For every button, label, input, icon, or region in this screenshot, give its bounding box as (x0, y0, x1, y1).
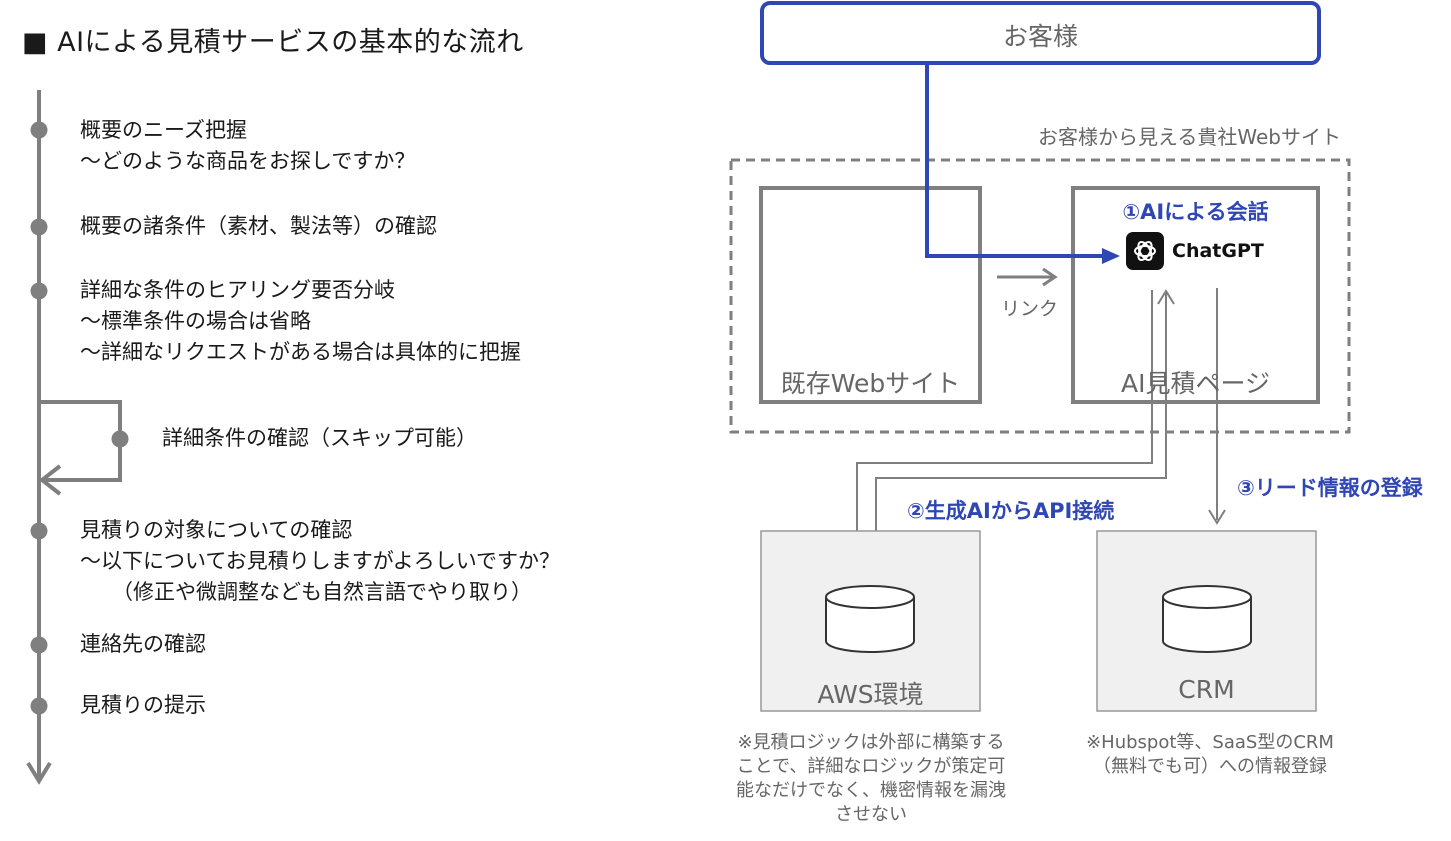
step-3-line-2: ～標準条件の場合は省略 (80, 309, 311, 333)
chatgpt-logo-icon (1126, 232, 1164, 270)
aws-label: AWS環境 (817, 680, 924, 709)
crm-label: CRM (1178, 675, 1235, 704)
ai-conversation-label: ①AIによる会話 (1122, 200, 1269, 224)
skip-branch-arrow-icon (38, 464, 62, 496)
api-line-up (875, 292, 1167, 566)
step-7-text: 見積りの提示 (80, 690, 206, 721)
link-arrow-icon (1042, 267, 1058, 287)
step-6-text: 連絡先の確認 (80, 629, 206, 660)
customer-flow-arrow-icon (1102, 248, 1120, 264)
website-caption: お客様から見える貴社Webサイト (1038, 125, 1342, 149)
step-3-line-3: ～詳細なリクエストがある場合は具体的に把握 (80, 340, 521, 364)
page-title: ■ AIによる見積サービスの基本的な流れ (22, 27, 524, 58)
aws-note: ※見積ロジックは外部に構築することで、詳細なロジックが策定可能なだけでなく、機密… (736, 732, 1006, 825)
step-2-text: 概要の諸条件（素材、製法等）の確認 (80, 211, 437, 242)
ai-page-label: AI見積ページ (1121, 369, 1270, 398)
ai-page-box (1071, 186, 1320, 404)
step-4-line-1: 詳細条件の確認（スキップ可能） (162, 426, 477, 450)
flow-end-arrow-icon (26, 761, 52, 785)
existing-site-label: 既存Webサイト (780, 369, 961, 398)
chatgpt-label: ChatGPT (1172, 240, 1264, 262)
lead-arrow-icon (1208, 509, 1226, 525)
customer-label: お客様 (1002, 22, 1078, 51)
crm-note: ※Hubspot等、SaaS型のCRM（無料でも可）への情報登録 (1086, 732, 1334, 777)
step-dot-7 (30, 697, 48, 715)
step-dot-6 (30, 636, 48, 654)
step-dot-3 (30, 282, 48, 300)
step-dot-4 (111, 430, 129, 448)
step-5-line-2: ～以下についてお見積りしますがよろしいですか？ (80, 549, 561, 573)
step-7-line-1: 見積りの提示 (80, 693, 206, 717)
skip-branch-line (39, 400, 122, 482)
customer-box (760, 1, 1321, 65)
api-connection-label: ②生成AIからAPI接続 (907, 499, 1115, 523)
step-3-text: 詳細な条件のヒアリング要否分岐 ～標準条件の場合は省略 ～詳細なリクエストがある… (80, 275, 521, 368)
link-label: リンク (1001, 298, 1059, 320)
customer-flow-line (925, 63, 1102, 258)
step-6-line-1: 連絡先の確認 (80, 632, 206, 656)
existing-site-box (759, 186, 982, 404)
website-frame (729, 158, 1351, 434)
step-dot-1 (30, 121, 48, 139)
aws-database-icon (825, 585, 915, 653)
step-1-line-1: 概要のニーズ把握 (80, 118, 247, 142)
step-5-line-1: 見積りの対象についての確認 (80, 518, 353, 542)
step-1-line-2: ～どのような商品をお探しですか？ (80, 149, 416, 173)
step-1-text: 概要のニーズ把握 ～どのような商品をお探しですか？ (80, 115, 415, 177)
step-4-text: 詳細条件の確認（スキップ可能） (162, 423, 477, 454)
api-line-down (856, 290, 1153, 560)
api-arrow-up-icon (1157, 289, 1175, 305)
step-2-line-1: 概要の諸条件（素材、製法等）の確認 (80, 214, 437, 238)
crm-database-icon (1162, 585, 1252, 653)
lead-registration-label: ③リード情報の登録 (1237, 476, 1423, 500)
step-5-text: 見積りの対象についての確認 ～以下についてお見積りしますがよろしいですか？ （修… (80, 515, 560, 608)
step-5-line-3: （修正や微調整なども自然言語でやり取り） (112, 580, 532, 604)
step-3-line-1: 詳細な条件のヒアリング要否分岐 (80, 278, 395, 302)
step-dot-5 (30, 522, 48, 540)
step-dot-2 (30, 218, 48, 236)
